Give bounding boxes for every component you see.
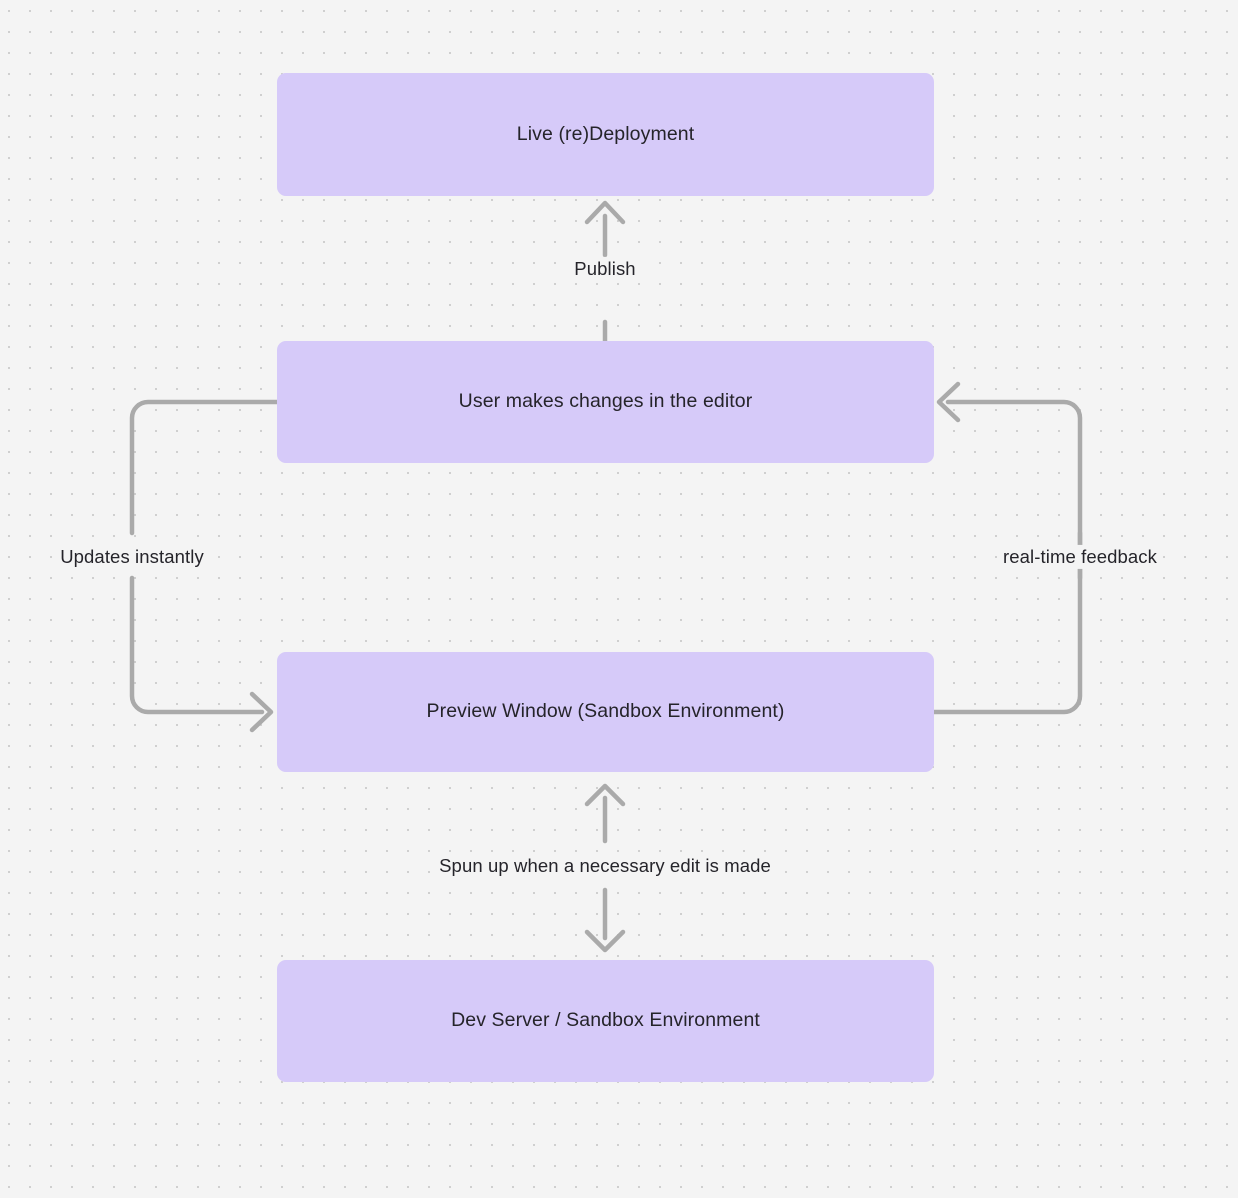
node-dev-server[interactable]: Dev Server / Sandbox Environment (277, 960, 934, 1082)
edge-label-spun-up: Spun up when a necessary edit is made (433, 853, 777, 879)
node-label: Dev Server / Sandbox Environment (451, 1009, 760, 1032)
node-live-deployment[interactable]: Live (re)Deployment (277, 73, 934, 196)
edge-label-real-time-feedback: real-time feedback (997, 544, 1163, 570)
node-user-edits[interactable]: User makes changes in the editor (277, 341, 934, 463)
node-preview-window[interactable]: Preview Window (Sandbox Environment) (277, 652, 934, 772)
node-label: User makes changes in the editor (458, 390, 753, 413)
edge-label-updates-instantly: Updates instantly (54, 544, 210, 570)
node-label: Preview Window (Sandbox Environment) (426, 700, 785, 723)
node-label: Live (re)Deployment (516, 122, 695, 145)
edge-label-publish: Publish (568, 256, 642, 282)
